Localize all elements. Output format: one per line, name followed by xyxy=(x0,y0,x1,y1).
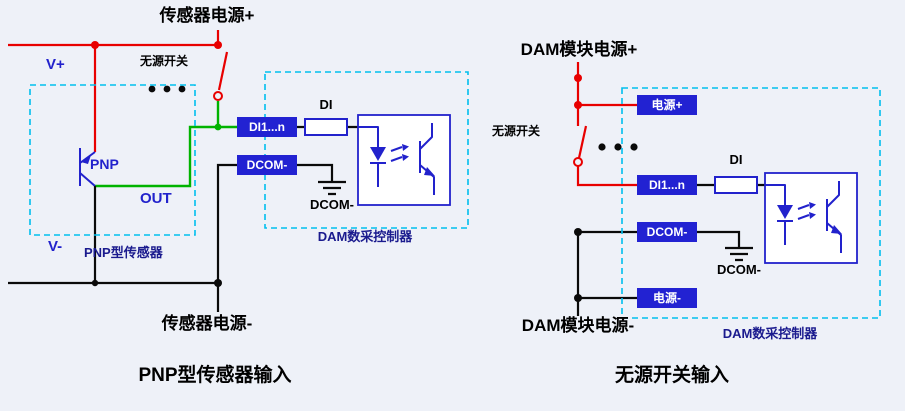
left-caption: PNP型传感器输入 xyxy=(138,365,292,386)
pnp-label: PNP xyxy=(90,156,119,172)
left-di-channel-box: DI1...n xyxy=(237,117,297,137)
out-wire xyxy=(95,101,237,188)
dam-controller-dashed-box-left xyxy=(264,71,469,229)
left-dcom-channel-box: DCOM- xyxy=(237,155,297,175)
right-passive-switch-label: 无源开关 xyxy=(492,124,541,138)
right-dcom-ground-label: DCOM- xyxy=(716,262,762,277)
pnp-sensor-box-label: PNP型传感器 xyxy=(84,245,163,260)
left-dam-controller-label: DAM数采控制器 xyxy=(317,229,413,244)
left-v-minus-label: V- xyxy=(48,238,63,255)
left-red-rail xyxy=(8,30,220,152)
right-di-channel-box: DI1...n xyxy=(637,175,697,195)
ground-symbol-right xyxy=(725,246,753,262)
left-sensor-power-plus-label: 传感器电源+ xyxy=(159,6,255,25)
dam-controller-dashed-box-right xyxy=(621,87,881,319)
passive-switch-right xyxy=(573,125,588,167)
left-di-label: DI xyxy=(319,97,333,112)
pnp-sensor-dashed-box xyxy=(29,84,196,236)
right-dam-power-minus-label: DAM模块电源- xyxy=(521,316,635,335)
ellipsis-dots-left xyxy=(148,85,186,93)
right-power-plus-channel-box: 电源+ xyxy=(637,95,697,115)
right-dam-controller-label: DAM数采控制器 xyxy=(722,326,818,341)
resistor-right xyxy=(714,176,758,194)
right-caption: 无源开关输入 xyxy=(614,365,729,386)
right-dcom-channel-box: DCOM- xyxy=(637,222,697,242)
right-black-rail xyxy=(576,230,637,316)
right-dam-power-plus-label: DAM模块电源+ xyxy=(520,40,638,59)
right-circuit xyxy=(573,62,881,319)
right-di-label: DI xyxy=(729,152,743,167)
out-label: OUT xyxy=(140,190,172,207)
passive-switch-left xyxy=(213,51,229,101)
ground-symbol-left xyxy=(318,180,346,196)
resistor-left xyxy=(304,118,348,136)
right-power-minus-channel-box: 电源- xyxy=(637,288,697,308)
left-v-plus-label: V+ xyxy=(46,56,65,73)
ellipsis-dots-right xyxy=(598,143,638,151)
left-dcom-ground-label: DCOM- xyxy=(309,197,355,212)
right-red-rail xyxy=(576,62,637,187)
pnp-transistor xyxy=(79,148,96,187)
left-circuit xyxy=(8,30,469,312)
left-passive-switch-label: 无源开关 xyxy=(140,54,189,68)
left-sensor-power-minus-label: 传感器电源- xyxy=(161,314,253,333)
